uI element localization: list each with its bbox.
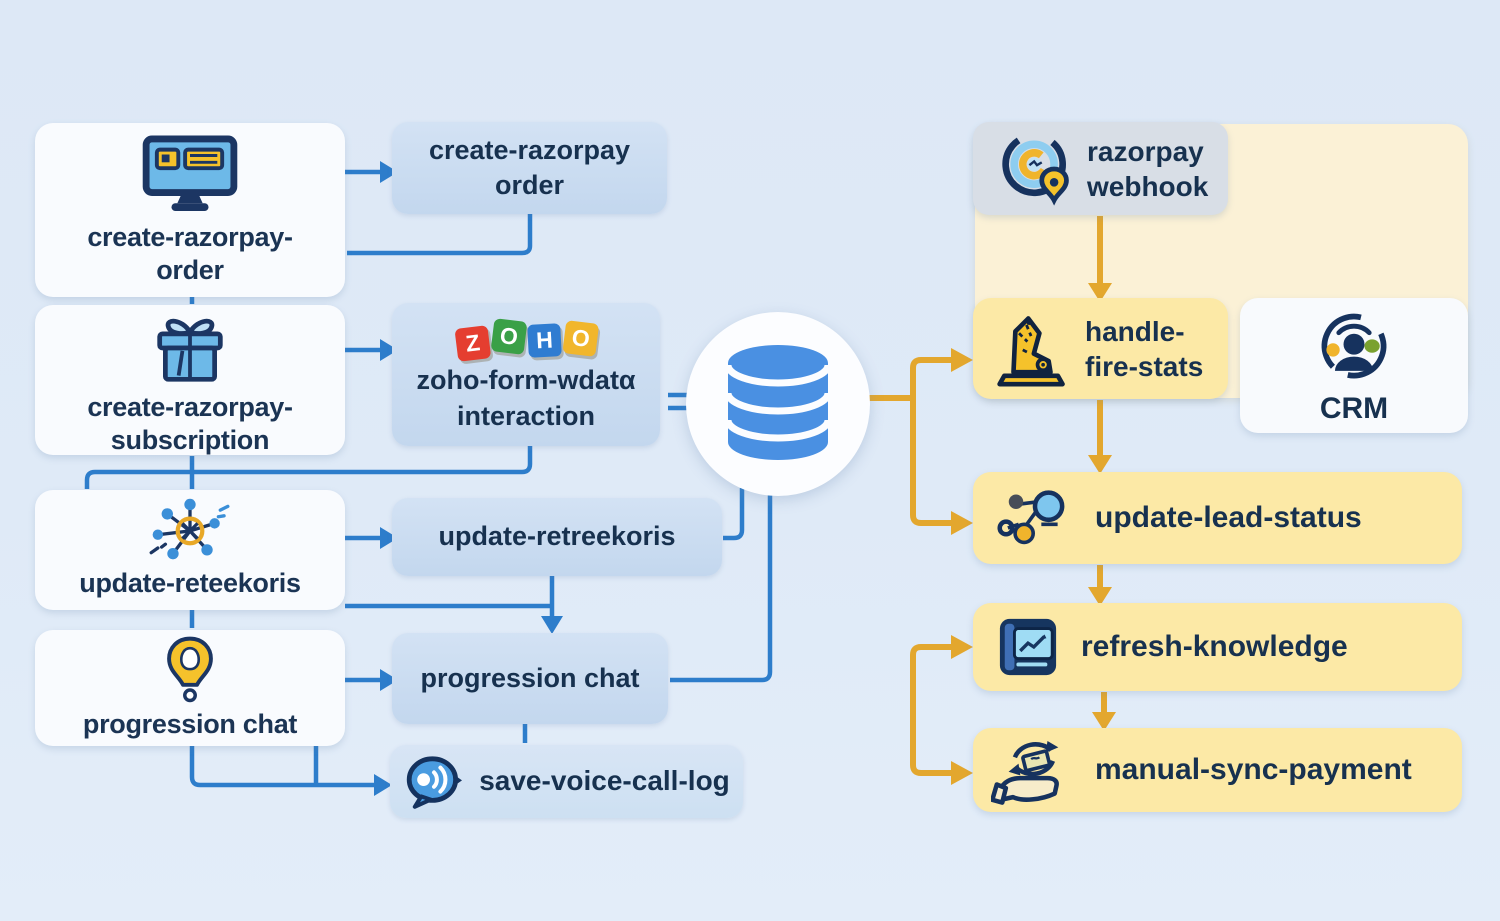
connector-db-to-retreekoris bbox=[723, 488, 745, 541]
node-update-reteekoris: update-reteekoris bbox=[35, 490, 345, 610]
connector-db-to-leadstatus bbox=[910, 398, 951, 526]
node-manual-sync-payment: manual-sync-payment bbox=[973, 728, 1462, 812]
node-label: CRM bbox=[1319, 392, 1389, 425]
connector-zoho-down-bus bbox=[84, 446, 533, 489]
zoho-logo: Z O H O bbox=[453, 315, 599, 363]
monitor-icon bbox=[140, 135, 240, 213]
database-node bbox=[686, 312, 870, 496]
machine-arm-icon bbox=[995, 309, 1069, 389]
connector-chat-to-voicelog bbox=[189, 746, 374, 788]
node-label-line: subscription bbox=[110, 424, 270, 455]
action-label-line: update-retreekoris bbox=[438, 521, 676, 552]
action-update-retreekoris: update-retreekoris bbox=[392, 498, 722, 576]
node-update-lead-status: update-lead-status bbox=[973, 472, 1462, 564]
node-label-line: order bbox=[156, 254, 224, 285]
linked-nodes-icon bbox=[997, 486, 1073, 550]
node-label-line: create-razorpay- bbox=[87, 392, 293, 422]
yellow-arrowheads bbox=[951, 283, 1116, 785]
action-label-line: create-razorpay bbox=[428, 134, 631, 165]
zoho-logo-letter: O bbox=[561, 320, 599, 358]
connector-db-to-chat bbox=[670, 490, 773, 683]
blue-connectors bbox=[84, 169, 773, 788]
node-progression-chat: progression chat bbox=[35, 630, 345, 746]
node-label-line: handle- bbox=[1085, 315, 1185, 347]
connector-left-bracket bbox=[910, 644, 951, 776]
zoho-logo-letter: Z bbox=[453, 325, 491, 363]
node-label: update-lead-status bbox=[1095, 501, 1362, 534]
node-handle-fire-stats: handle- fire-stats bbox=[973, 298, 1228, 399]
action-progression-chat: progression chat bbox=[392, 633, 668, 724]
crm-icon bbox=[1312, 308, 1396, 388]
node-label-line: webhook bbox=[1087, 170, 1209, 202]
connector-zoho-db-double bbox=[668, 392, 688, 411]
connector-db-to-handle bbox=[910, 357, 951, 398]
action-save-voice-call-log: save-voice-call-log bbox=[390, 745, 743, 818]
yellow-connectors bbox=[864, 216, 1107, 776]
action-zoho-form-interaction: Z O H O zoho-form-wdatα interaction bbox=[392, 303, 660, 446]
node-label-line: update-reteekoris bbox=[79, 568, 301, 598]
node-refresh-knowledge: refresh-knowledge bbox=[973, 603, 1462, 691]
node-label-line: create-razorpay- bbox=[87, 222, 293, 252]
node-label-line: progression chat bbox=[82, 709, 298, 739]
node-razorpay-webhook: razorpay webhook bbox=[973, 122, 1228, 215]
action-label-line: interaction bbox=[456, 400, 596, 431]
voice-chat-icon bbox=[403, 754, 465, 810]
action-label-line: order bbox=[494, 170, 564, 200]
node-label-line: fire-stats bbox=[1085, 350, 1204, 382]
blue-arrowheads bbox=[374, 161, 563, 796]
knowledge-book-icon bbox=[997, 616, 1059, 678]
action-label-line: zoho-form-wdatα bbox=[416, 365, 636, 396]
connector-action-return bbox=[347, 213, 533, 256]
node-create-razorpay-order: create-razorpay- order bbox=[35, 123, 345, 297]
node-create-razorpay-subscription: create-razorpay- subscription bbox=[35, 305, 345, 455]
node-label: refresh-knowledge bbox=[1081, 630, 1348, 663]
node-label-line: razorpay bbox=[1087, 135, 1204, 167]
database-icon bbox=[717, 341, 839, 467]
lightbulb-icon bbox=[165, 636, 215, 704]
zoho-logo-letter: H bbox=[526, 323, 562, 359]
node-crm: CRM bbox=[1240, 298, 1468, 433]
node-label: manual-sync-payment bbox=[1095, 753, 1412, 786]
razorpay-webhook-icon bbox=[999, 129, 1075, 209]
hand-sync-icon bbox=[991, 732, 1075, 808]
action-label-line: save-voice-call-log bbox=[479, 765, 730, 797]
action-label-line: progression chat bbox=[420, 662, 640, 693]
zoho-logo-letter: O bbox=[490, 318, 527, 356]
gift-icon bbox=[149, 313, 231, 385]
action-create-razorpay-order: create-razorpay order bbox=[392, 122, 667, 214]
network-icon bbox=[144, 495, 236, 565]
